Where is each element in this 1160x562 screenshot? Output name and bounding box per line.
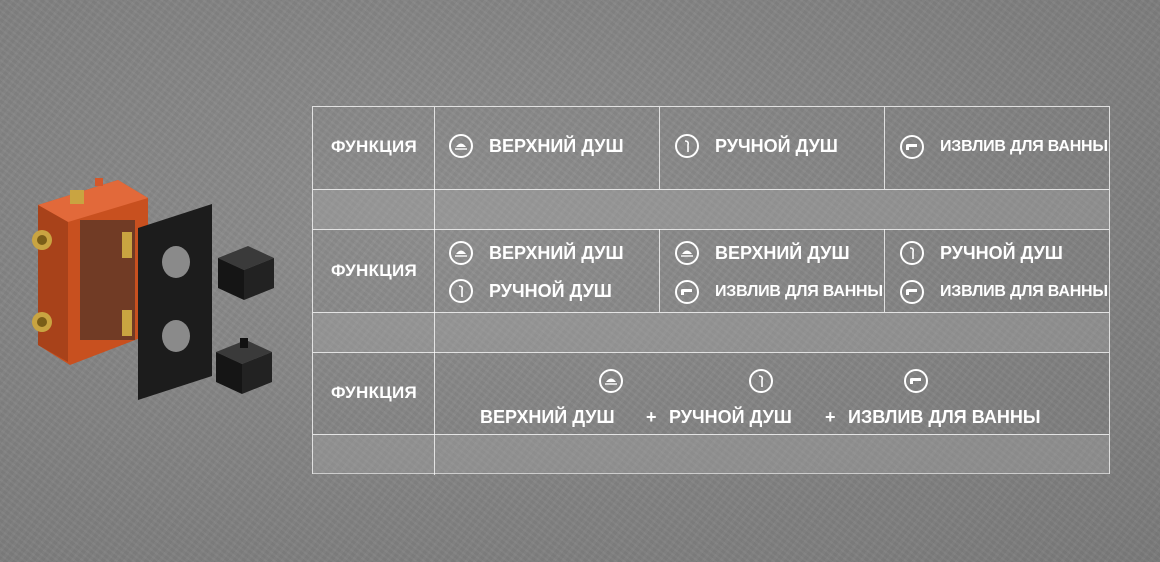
spacer-row-1 xyxy=(313,189,1109,229)
divider xyxy=(659,107,660,189)
bath-spout-icon xyxy=(900,135,924,159)
combo-3-bath-spout: ИЗВЛИВ ДЛЯ ВАННЫ xyxy=(900,280,1108,304)
row-2-label: ФУНКЦИЯ xyxy=(330,261,418,280)
rain-shower-icon xyxy=(449,134,473,158)
hand-shower-icon xyxy=(900,241,924,265)
plus-sign: + xyxy=(646,407,657,427)
option-label: ИЗВЛИВ ДЛЯ ВАННЫ xyxy=(940,138,1108,155)
option-bath-spout: ИЗВЛИВ ДЛЯ ВАННЫ xyxy=(900,135,1108,159)
divider xyxy=(659,229,660,312)
divider xyxy=(434,107,435,475)
divider xyxy=(313,434,1109,435)
hand-shower-icon xyxy=(749,369,773,393)
option-label: РУЧНОЙ ДУШ xyxy=(489,280,612,301)
function-table: ФУНКЦИЯ ВЕРХНИЙ ДУШ РУЧНОЙ ДУШ ИЗВЛИВ ДЛ… xyxy=(312,106,1110,475)
divider xyxy=(313,229,1109,230)
hand-shower-icon xyxy=(675,134,699,158)
hand-shower-icon xyxy=(449,279,473,303)
option-label: ВЕРХНИЙ ДУШ xyxy=(715,242,850,263)
combo-1-hand-shower: РУЧНОЙ ДУШ xyxy=(449,279,612,303)
handle-top xyxy=(218,246,274,300)
spacer-row-2 xyxy=(313,312,1109,352)
combo-2-bath-spout: ИЗВЛИВ ДЛЯ ВАННЫ xyxy=(675,280,883,304)
divider xyxy=(313,312,1109,313)
option-label: ИЗВЛИВ ДЛЯ ВАННЫ xyxy=(940,283,1108,300)
rain-shower-icon xyxy=(449,241,473,265)
handle-bottom xyxy=(216,338,272,394)
mixer-product-image xyxy=(32,178,274,400)
divider xyxy=(884,107,885,189)
option-label: РУЧНОЙ ДУШ xyxy=(940,242,1063,263)
divider xyxy=(313,352,1109,353)
row-1-label: ФУНКЦИЯ xyxy=(330,137,418,156)
divider xyxy=(884,229,885,312)
rain-shower-icon xyxy=(599,369,623,393)
option-label: РУЧНОЙ ДУШ xyxy=(715,135,838,156)
combo-2-top-shower: ВЕРХНИЙ ДУШ xyxy=(675,241,850,265)
rain-shower-icon xyxy=(675,241,699,265)
combo-1-top-shower: ВЕРХНИЙ ДУШ xyxy=(449,241,624,265)
plus-sign: + xyxy=(825,407,836,427)
option-top-shower: ВЕРХНИЙ ДУШ xyxy=(449,134,624,158)
bath-spout-icon xyxy=(675,280,699,304)
option-label: ВЕРХНИЙ ДУШ xyxy=(489,135,624,156)
row-3-label: ФУНКЦИЯ xyxy=(330,383,418,402)
spacer-row-3 xyxy=(313,434,1109,474)
combo-3-hand-shower: РУЧНОЙ ДУШ xyxy=(900,241,1063,265)
divider xyxy=(313,189,1109,190)
combo-all-hand-shower: РУЧНОЙ ДУШ xyxy=(669,407,792,427)
combo-all-bath-spout: ИЗВЛИВ ДЛЯ ВАННЫ xyxy=(848,407,1041,427)
cover-plate xyxy=(138,204,212,400)
option-hand-shower: РУЧНОЙ ДУШ xyxy=(675,134,838,158)
option-label: ИЗВЛИВ ДЛЯ ВАННЫ xyxy=(715,283,883,300)
bath-spout-icon xyxy=(904,369,928,393)
option-label: ВЕРХНИЙ ДУШ xyxy=(489,242,624,263)
combo-all-top-shower: ВЕРХНИЙ ДУШ xyxy=(480,407,615,427)
mixer-body xyxy=(32,178,148,365)
bath-spout-icon xyxy=(900,280,924,304)
